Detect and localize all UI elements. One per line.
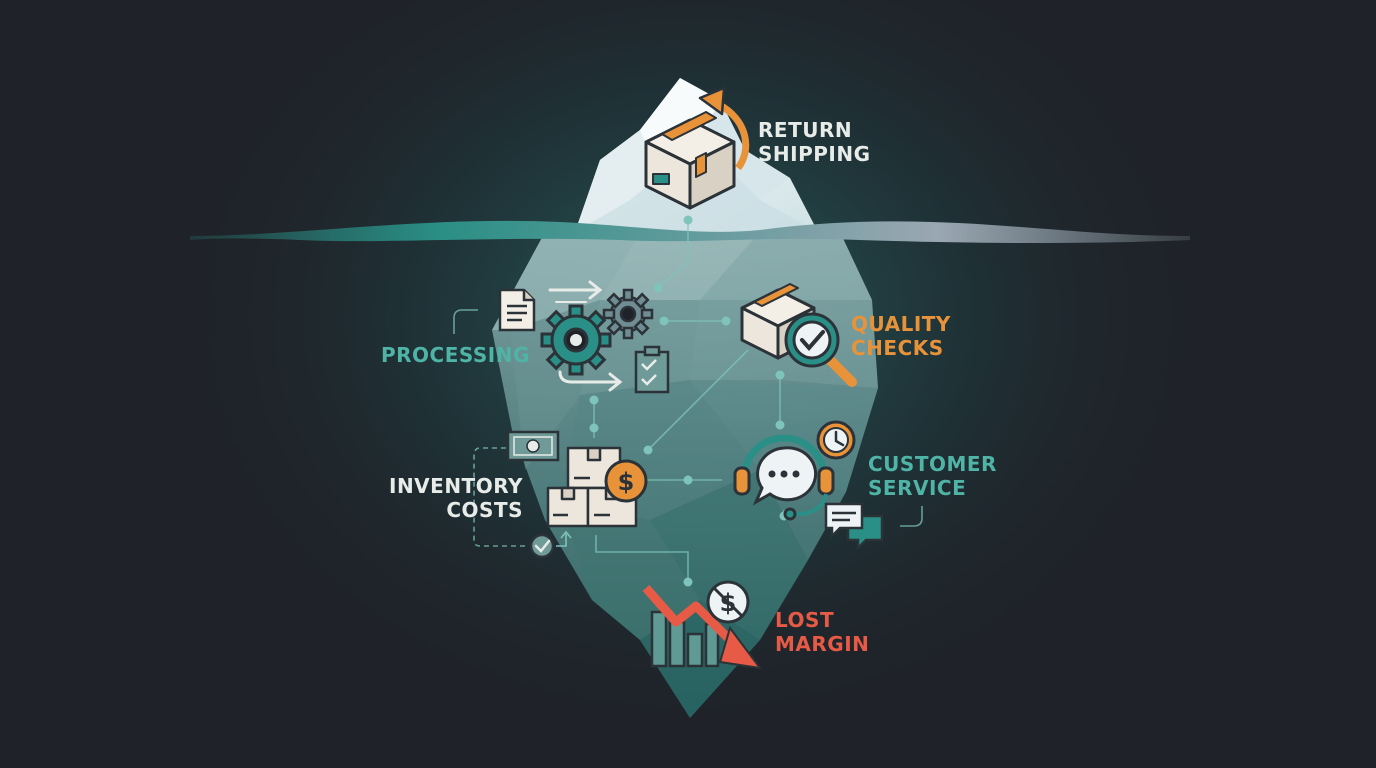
chat-bubbles-icon (824, 502, 884, 552)
headset-chat-icon (733, 434, 835, 521)
box-return-icon (644, 86, 750, 210)
checklist-icon (634, 345, 670, 394)
connector-lines (453, 220, 923, 582)
dollar-coin-icon: $ (604, 459, 648, 503)
label-processing: PROCESSING (381, 343, 530, 367)
gear-icon (540, 288, 654, 376)
magnifier-check-icon (784, 312, 857, 387)
cash-icon (506, 430, 560, 462)
no-dollar-icon: $ (706, 580, 750, 624)
label-return-shipping: RETURN SHIPPING (758, 118, 871, 166)
label-quality-checks-line2: CHECKS (851, 336, 944, 360)
label-lost-margin: LOST MARGIN (775, 608, 869, 656)
declining-chart-icon (642, 585, 763, 670)
label-quality-checks: QUALITY CHECKS (851, 312, 951, 360)
label-inventory-costs-line1: INVENTORY (389, 474, 523, 498)
svg-text:$: $ (618, 468, 635, 496)
label-inventory-costs-line2: COSTS (446, 498, 523, 522)
label-customer-service-line2: SERVICE (868, 476, 967, 500)
label-customer-service-line1: CUSTOMER (868, 452, 997, 476)
clock-icon (816, 420, 856, 460)
label-lost-margin-line1: LOST (775, 608, 835, 632)
label-return-shipping-line2: SHIPPING (758, 142, 871, 166)
water-line (190, 220, 1190, 243)
label-inventory-costs: INVENTORY COSTS (389, 474, 523, 522)
label-customer-service: CUSTOMER SERVICE (868, 452, 997, 500)
arrow-right-icon (548, 280, 603, 303)
label-return-shipping-line1: RETURN (758, 118, 853, 142)
label-processing-line1: PROCESSING (381, 343, 530, 367)
check-circle-icon (529, 530, 572, 559)
label-quality-checks-line1: QUALITY (851, 312, 951, 336)
label-lost-margin-line2: MARGIN (775, 632, 870, 656)
document-icon (498, 288, 536, 332)
arrow-right-icon (558, 370, 623, 392)
